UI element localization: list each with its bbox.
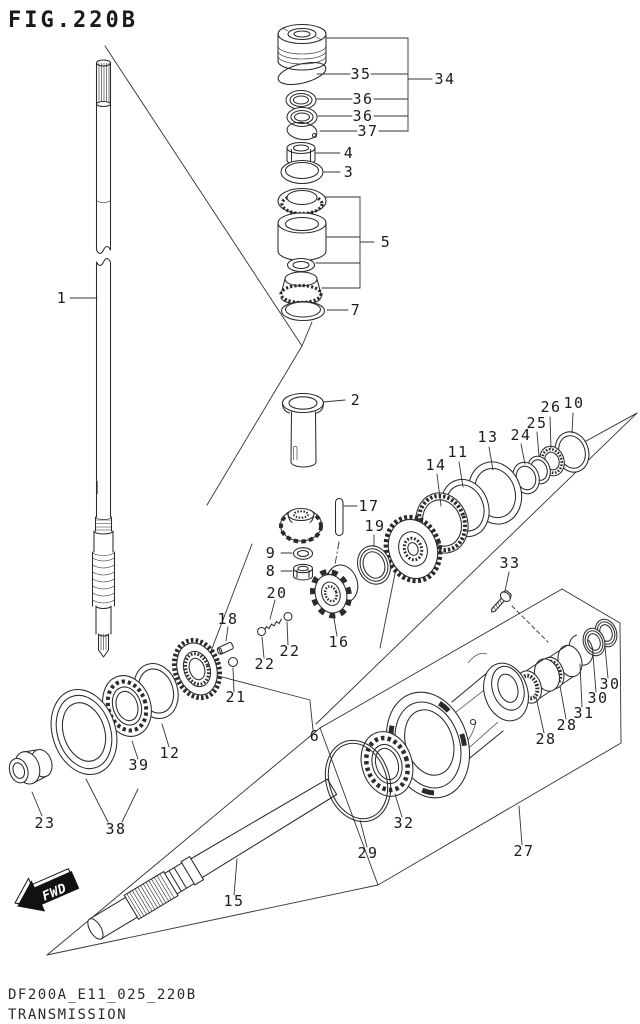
part-label-30b: 30 (599, 675, 620, 693)
part-label-13: 13 (477, 428, 498, 446)
part-label-27: 27 (513, 842, 534, 860)
part-label-3: 3 (344, 163, 355, 181)
part-label-8: 8 (266, 562, 277, 580)
part-22-ball-left (258, 628, 266, 636)
part-label-18: 18 (217, 610, 238, 628)
part-36-seal-lower (287, 108, 317, 127)
part-38-housing (41, 681, 128, 783)
part-label-11: 11 (447, 443, 468, 461)
part-label-2: 2 (351, 391, 362, 409)
part-23-bushing (5, 744, 56, 789)
part-label-19: 19 (364, 517, 385, 535)
retainer-ring (276, 58, 328, 88)
part-7-shim (282, 302, 325, 321)
part-label-35: 35 (350, 65, 371, 83)
part-label-33: 33 (499, 554, 520, 572)
fwd-arrow-shape (18, 872, 79, 911)
part-label-15: 15 (223, 892, 244, 910)
part-label-25: 25 (526, 414, 547, 432)
part-label-5: 5 (381, 233, 392, 251)
part-label-1: 1 (57, 289, 68, 307)
part-label-16: 16 (328, 633, 349, 651)
part-17-pin (334, 499, 343, 571)
part-30-seal-inner (580, 625, 609, 658)
part-label-26: 26 (540, 398, 561, 416)
part-label-14: 14 (425, 456, 446, 474)
part-label-10: 10 (563, 394, 584, 412)
part-3-washer (281, 161, 323, 184)
part-driveshaft (93, 60, 115, 657)
part-label-39: 39 (128, 756, 149, 774)
part-label-31: 31 (573, 704, 594, 722)
part-label-36a: 36 (352, 90, 373, 108)
part-2-bushing (283, 394, 324, 468)
part-label-17: 17 (358, 497, 379, 515)
assembly-box-27 (320, 589, 621, 885)
part-33-bolt (488, 589, 514, 616)
part-label-12: 12 (159, 744, 180, 762)
part-label-30a: 30 (587, 689, 608, 707)
part-label-24: 24 (510, 426, 531, 444)
part-label-32: 32 (393, 814, 414, 832)
part-20-spring (264, 619, 282, 631)
part-label-34: 34 (434, 70, 455, 88)
part-label-9: 9 (266, 544, 277, 562)
part-21-ball (229, 658, 238, 667)
part-32-ball-bearing (353, 725, 421, 803)
drawing-caption: TRANSMISSION (8, 1007, 127, 1023)
part-label-28b: 28 (556, 716, 577, 734)
part-ring-gear (167, 634, 227, 704)
fwd-arrow: FWD (15, 869, 79, 911)
part-label-22b: 22 (279, 642, 300, 660)
part-label-4: 4 (344, 144, 355, 162)
part-prop-shaft (84, 775, 340, 944)
part-8-pinion-nut (294, 564, 313, 580)
part-label-22a: 22 (254, 655, 275, 673)
part-label-6: 6 (310, 727, 321, 745)
part-29-o-ring (315, 732, 401, 830)
part-label-7: 7 (351, 301, 362, 319)
part-label-37: 37 (357, 122, 378, 140)
part-16-dog-clutch (306, 561, 365, 621)
part-label-20: 20 (266, 584, 287, 602)
part-label-38: 38 (105, 820, 126, 838)
part-label-29: 29 (357, 844, 378, 862)
part-label-36b: 36 (352, 107, 373, 125)
part-18-detent-pin (216, 642, 233, 655)
part-label-21: 21 (225, 688, 246, 706)
part-5-bearing-set (278, 189, 326, 305)
figure-title: FIG.220B (8, 8, 138, 33)
part-36-seal-upper (286, 91, 316, 110)
part-19-ring (352, 541, 395, 589)
label-leader-lines (32, 38, 608, 895)
part-35-spanner-nut (276, 25, 328, 89)
part-9-washer (294, 548, 313, 560)
part-labels: 1 2 3 4 5 7 34 35 36 36 37 17 19 9 8 20 … (34, 65, 620, 910)
drawing-code: DF200A_E11_025_220B (8, 987, 197, 1003)
part-label-28a: 28 (535, 730, 556, 748)
part-22-ball-right (284, 613, 292, 621)
part-37-snap-ring (286, 120, 318, 141)
part-label-23: 23 (34, 814, 55, 832)
part-pinion-gear (281, 509, 322, 542)
